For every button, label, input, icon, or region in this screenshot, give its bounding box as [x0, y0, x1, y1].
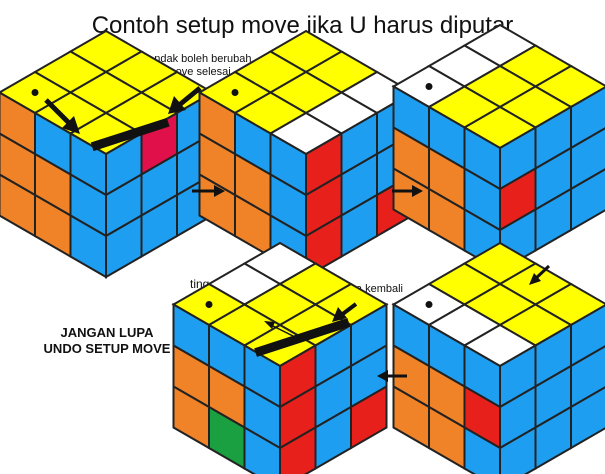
undo-warning-line2: UNDO SETUP MOVE	[43, 341, 171, 356]
right-sticker	[570, 386, 605, 450]
undo-warning: JANGAN LUPA UNDO SETUP MOVE	[22, 325, 192, 357]
left-sticker	[243, 425, 281, 474]
cube-final	[171, 241, 389, 474]
marker-dot	[31, 89, 39, 96]
arrow-right-1-icon	[192, 185, 225, 197]
arrow-left-icon	[377, 370, 407, 382]
highlight-bar-top	[90, 117, 170, 152]
pointer-arrow-final-icon	[332, 302, 358, 322]
cube-after-r2	[197, 29, 415, 279]
pointer-arrow-right-icon	[168, 86, 202, 114]
arrow-right-2-icon	[392, 185, 423, 197]
cube-after-u	[391, 23, 605, 273]
marker-dot	[425, 83, 433, 90]
left-sticker	[463, 425, 501, 474]
marker-dot	[231, 89, 239, 96]
return-arrow-icon	[264, 321, 304, 342]
right-sticker	[350, 384, 388, 450]
cube-initial	[0, 29, 215, 279]
highlight-bar-final	[254, 318, 351, 357]
undo-warning-line1: JANGAN LUPA	[60, 325, 154, 340]
right-sticker	[570, 168, 605, 232]
marker-dot	[205, 301, 213, 308]
marker-dot	[425, 301, 433, 308]
arrow-down-left-icon	[529, 264, 551, 285]
pointer-arrow-left-icon	[44, 98, 80, 134]
cube-after-second-r2	[391, 241, 605, 474]
